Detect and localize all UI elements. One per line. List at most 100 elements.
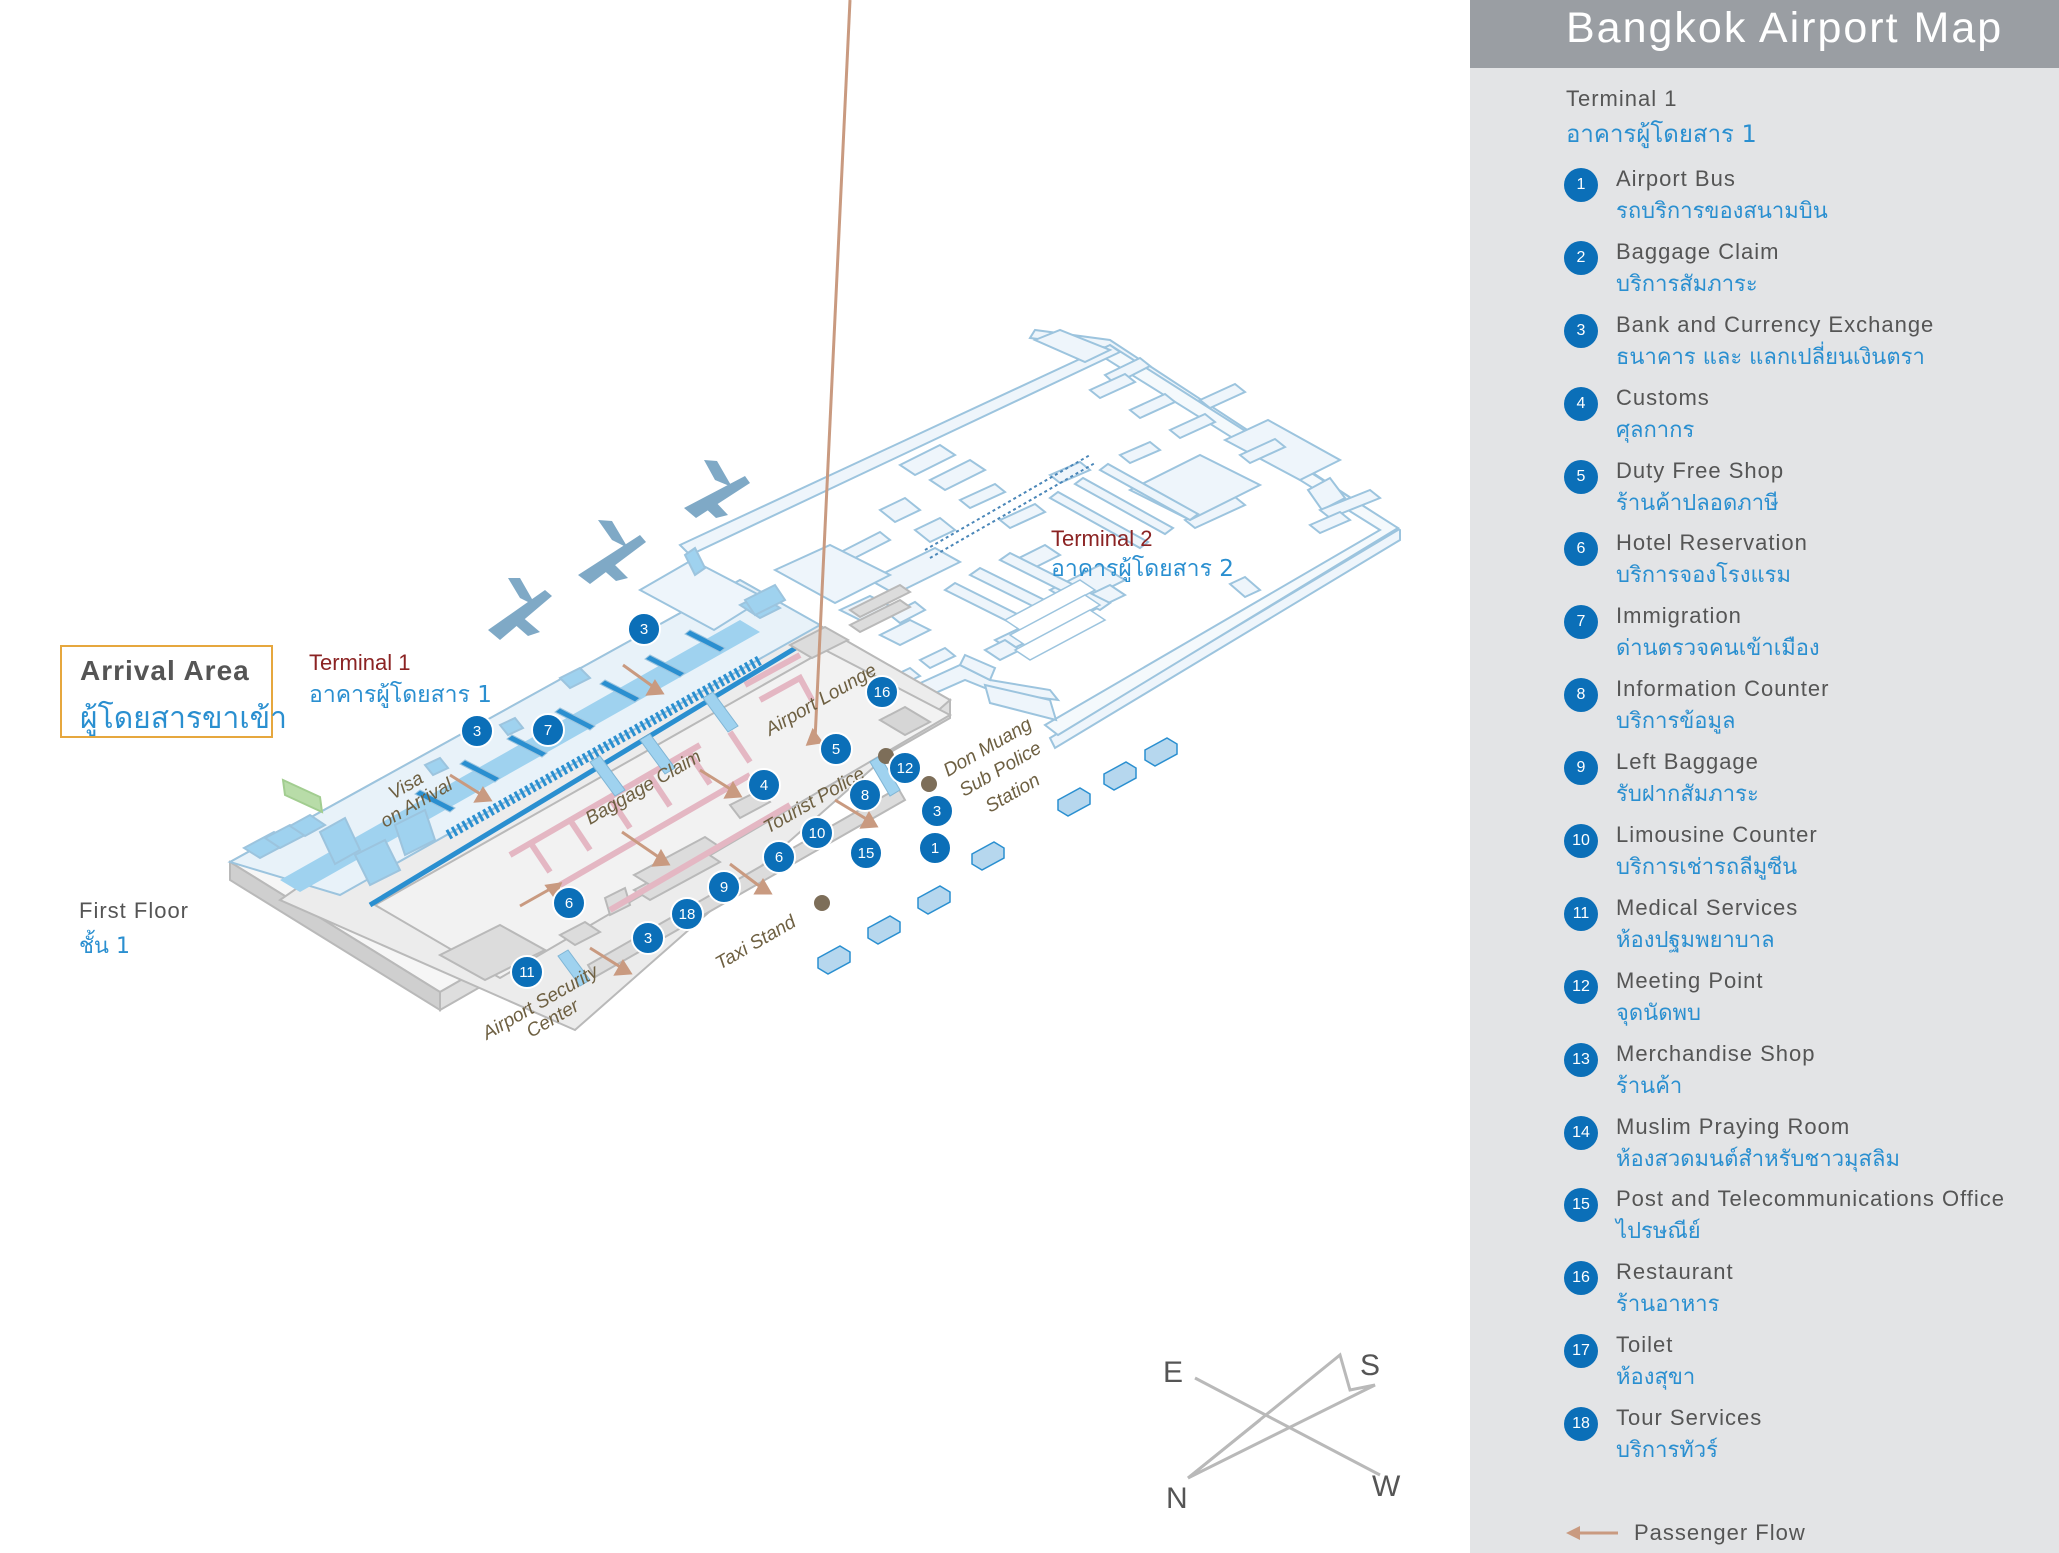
compass-s: S bbox=[1360, 1349, 1380, 1382]
map-marker-circle bbox=[848, 778, 882, 812]
map-marker-circle bbox=[819, 732, 853, 766]
legend-label-th: ห้องสวดมนต์สำหรับชาวมุสลิม bbox=[1616, 1146, 1900, 1172]
legend-number-badge: 16 bbox=[1564, 1261, 1598, 1296]
floor-label-th: ชั้น 1 bbox=[79, 934, 130, 959]
floor-label-en: First Floor bbox=[79, 898, 189, 923]
compass-w: W bbox=[1372, 1470, 1401, 1503]
legend-label-en: Airport Bus bbox=[1616, 166, 1736, 191]
escalators bbox=[557, 691, 901, 987]
map-marker-number: 10 bbox=[809, 825, 826, 842]
taxi-stand-label: Taxi Stand bbox=[712, 911, 801, 974]
terminal-1-label-th: อาคารผู้โดยสาร 1 bbox=[309, 681, 492, 708]
legend-number-badge: 3 bbox=[1564, 313, 1598, 348]
legend-heading: Terminal 1 อาคารผู้โดยสาร 1 bbox=[1566, 86, 1757, 153]
legend-label-th: ห้องปฐมพยาบาล bbox=[1616, 927, 1775, 953]
legend-label-en: Information Counter bbox=[1616, 676, 1830, 702]
legend-label-th: บริการสัมภาระ bbox=[1616, 271, 1758, 297]
legend-number-badge: 8 bbox=[1564, 678, 1598, 713]
terminal-1-structure bbox=[227, 546, 953, 1032]
passenger-flow-arrows bbox=[449, 0, 879, 976]
arrival-area-box: Arrival Area ผู้โดยสารขาเข้า bbox=[60, 645, 287, 738]
map-marker-number: 3 bbox=[473, 723, 481, 740]
legend-label-th: ร้านค้าปลอดภาษี bbox=[1616, 490, 1779, 516]
legend-label-th: จุดนัดพบ bbox=[1616, 1000, 1701, 1026]
sidebar-header: Bangkok Airport Map bbox=[1470, 0, 2059, 68]
legend-number-badge: 18 bbox=[1564, 1407, 1598, 1442]
map-marker-number: 6 bbox=[565, 895, 573, 912]
legend-number-badge: 11 bbox=[1564, 896, 1598, 931]
map-marker: 12 bbox=[888, 751, 922, 785]
point-dots bbox=[814, 748, 937, 911]
map-marker-circle bbox=[670, 897, 704, 931]
terminal-labels: Terminal 1 อาคารผู้โดยสาร 1 Terminal 2 อ… bbox=[309, 526, 1234, 708]
map-marker-number: 5 bbox=[832, 741, 840, 758]
map-marker: 9 bbox=[707, 870, 741, 904]
legend-number-badge: 15 bbox=[1564, 1188, 1598, 1223]
passenger-flow-arrow-icon bbox=[1566, 1526, 1618, 1540]
legend-label-th: บริการทัวร์ bbox=[1616, 1438, 1718, 1464]
legend-label-en: Tour Services bbox=[1616, 1405, 1763, 1431]
map-marker-number: 1 bbox=[931, 840, 939, 857]
legend-number-badge: 12 bbox=[1564, 969, 1598, 1004]
map-marker-circle bbox=[510, 955, 544, 989]
compass-rose bbox=[1187, 1352, 1381, 1480]
legend-sidebar: Bangkok Airport Map Terminal 1 อาคารผู้โ… bbox=[1470, 0, 2059, 1553]
legend-number-badge: 5 bbox=[1564, 459, 1598, 494]
legend-label-en: Bank and Currency Exchange bbox=[1616, 311, 1935, 337]
map-marker-number: 18 bbox=[679, 906, 696, 923]
legend-label-en: Limousine Counter bbox=[1616, 822, 1818, 848]
map-marker-number: 15 bbox=[858, 845, 875, 862]
map-marker: 16 bbox=[865, 675, 899, 709]
legend-label-en: Medical Services bbox=[1616, 894, 1799, 920]
arrival-area-th: ผู้โดยสารขาเข้า bbox=[80, 701, 287, 736]
legend-label-th: ด่านตรวจคนเข้าเมือง bbox=[1616, 636, 1820, 662]
map-marker: 15 bbox=[849, 836, 883, 870]
map-marker: 11 bbox=[510, 955, 544, 989]
map-marker: 18 bbox=[670, 897, 704, 931]
legend-number-badge: 2 bbox=[1564, 240, 1598, 275]
connector-walkway bbox=[903, 653, 1061, 722]
page-title: Bangkok Airport Map bbox=[1566, 4, 2004, 52]
map-marker-circle bbox=[531, 713, 565, 747]
floor-label: First Floor ชั้น 1 bbox=[79, 898, 189, 963]
legend-label-th: ไปรษณีย์ bbox=[1616, 1219, 1701, 1245]
legend-label-en: Restaurant bbox=[1616, 1259, 1734, 1285]
legend-number-badge: 9 bbox=[1564, 751, 1598, 786]
legend-label-en: Duty Free Shop bbox=[1616, 457, 1785, 483]
legend-label-en: Hotel Reservation bbox=[1616, 530, 1808, 556]
legend-number-badge: 17 bbox=[1564, 1334, 1598, 1369]
legend-label-en: Left Baggage bbox=[1616, 749, 1759, 775]
map-marker: 4 bbox=[747, 768, 781, 802]
legend-label-th: ร้านอาหาร bbox=[1616, 1292, 1720, 1318]
map-marker-circle bbox=[888, 751, 922, 785]
legend-label-th: ห้องสุขา bbox=[1616, 1365, 1696, 1391]
legend-label-th: บริการข้อมูล bbox=[1616, 709, 1736, 735]
map-marker-circle bbox=[552, 886, 586, 920]
legend-label-th: บริการเช่ารถลีมูซีน bbox=[1616, 855, 1798, 881]
map-marker: 1 bbox=[918, 831, 952, 865]
terminal-2-label-en: Terminal 2 bbox=[1051, 526, 1152, 551]
terminal-2-gates bbox=[1003, 579, 1107, 661]
legend-number-badge: 6 bbox=[1564, 532, 1598, 567]
map-marker-number: 12 bbox=[897, 760, 914, 777]
legend-label-th: ศุลกากร bbox=[1616, 417, 1695, 443]
map-marker-number: 16 bbox=[874, 684, 891, 701]
map-marker: 3 bbox=[460, 714, 494, 748]
terminal-2-label-th: อาคารผู้โดยสาร 2 bbox=[1051, 555, 1234, 582]
map-marker-number: 3 bbox=[640, 621, 648, 638]
map-marker: 5 bbox=[819, 732, 853, 766]
legend-label-th: รับฝากสัมภาระ bbox=[1616, 782, 1759, 808]
map-marker-circle bbox=[747, 768, 781, 802]
map-marker-number: 8 bbox=[861, 787, 869, 804]
legend-label-en: Baggage Claim bbox=[1616, 238, 1780, 264]
legend-label-en: Customs bbox=[1616, 384, 1710, 410]
legend-label-en: Toilet bbox=[1616, 1332, 1674, 1358]
legend-number-badge: 4 bbox=[1564, 386, 1598, 421]
map-marker-number: 11 bbox=[519, 964, 535, 981]
map-marker: 8 bbox=[848, 778, 882, 812]
legend-number-badge: 13 bbox=[1564, 1042, 1598, 1077]
map-marker: 3 bbox=[627, 612, 661, 646]
legend-label-th: บริการจองโรงแรม bbox=[1616, 563, 1791, 589]
map-marker: 10 bbox=[800, 816, 834, 850]
terminal-1-counters bbox=[414, 629, 726, 813]
